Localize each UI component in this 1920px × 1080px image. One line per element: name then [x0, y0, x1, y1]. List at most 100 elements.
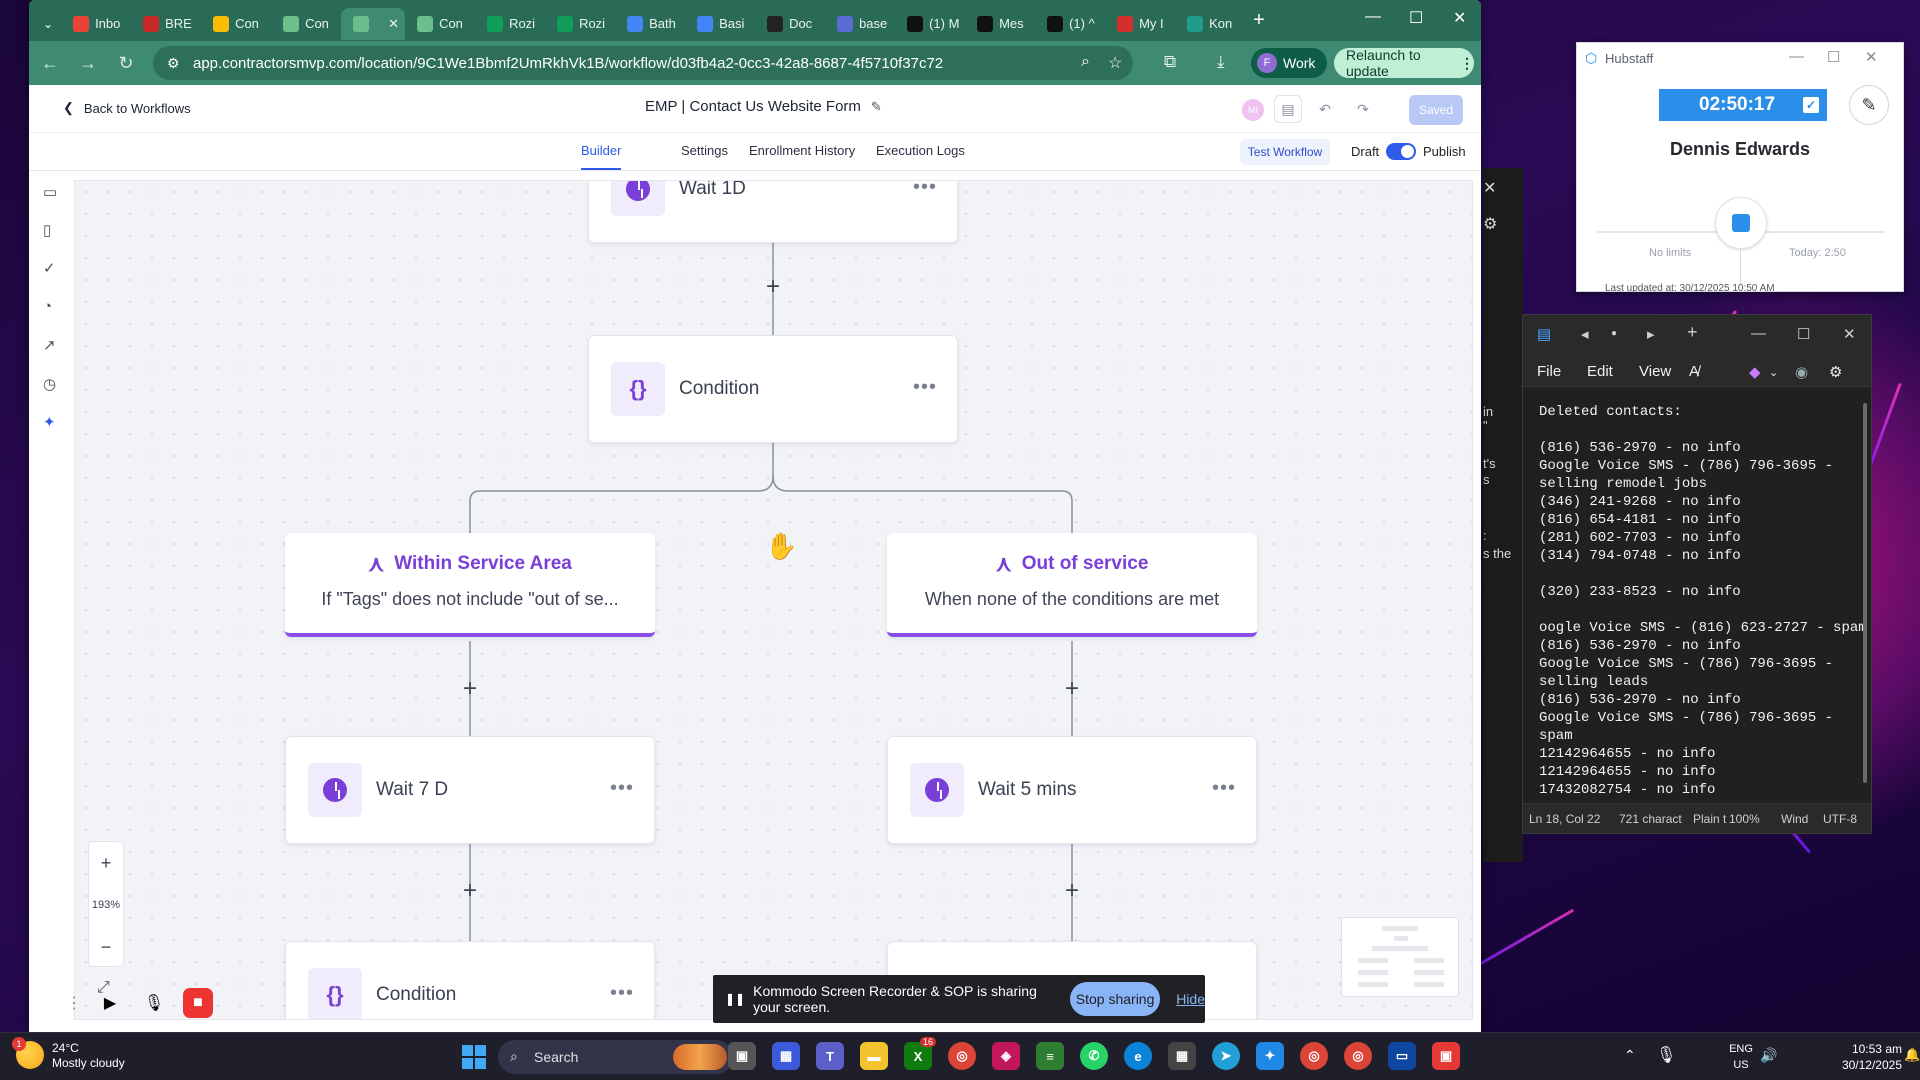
menu-edit[interactable]: Edit — [1587, 363, 1613, 380]
menu-file[interactable]: File — [1537, 363, 1562, 380]
document-icon[interactable]: ▤ — [1274, 95, 1302, 123]
browser-tab[interactable]: Con — [271, 8, 341, 40]
extensions-icon[interactable]: ⧉ — [1164, 52, 1177, 71]
external-link-icon[interactable]: ↗ — [43, 337, 56, 354]
tab-prev-icon[interactable]: ◂ — [1581, 326, 1589, 343]
tab-dot-icon[interactable]: ● — [1611, 328, 1618, 339]
more-options-icon[interactable]: ••• — [912, 180, 937, 198]
publish-toggle[interactable] — [1386, 143, 1416, 160]
scrollbar[interactable] — [1863, 403, 1867, 783]
profile-button[interactable]: F Work — [1251, 48, 1327, 78]
relaunch-button[interactable]: Relaunch to update ⋮ — [1334, 47, 1474, 79]
chrome-icon[interactable]: ◎ — [948, 1042, 976, 1070]
microphone-icon[interactable]: 🎙 — [1656, 1047, 1677, 1064]
browser-tab[interactable]: Rozi — [475, 8, 545, 40]
maximize-icon[interactable]: ☐ — [1409, 10, 1424, 27]
folder-icon[interactable]: ▬ — [860, 1042, 888, 1070]
copilot-icon[interactable]: ◆ — [1749, 364, 1761, 381]
task-view-icon[interactable]: ▣ — [728, 1042, 756, 1070]
gear-icon[interactable]: ⚙ — [1483, 216, 1498, 233]
undo-icon[interactable]: ↶ — [1319, 100, 1331, 117]
menu-view[interactable]: View — [1639, 363, 1672, 380]
add-step-button[interactable]: + — [1064, 877, 1079, 904]
teams-icon[interactable]: T — [816, 1042, 844, 1070]
zoom-icon[interactable]: ⌕ — [1081, 53, 1090, 70]
add-step-button[interactable]: + — [462, 877, 477, 904]
wait-node-right[interactable]: Wait 5 mins ••• — [887, 736, 1257, 844]
history-icon[interactable]: ◔ — [43, 298, 53, 315]
branch-out-of-service[interactable]: ⋏Out of service When none of the conditi… — [887, 533, 1257, 637]
close-tab-icon[interactable]: ✕ — [388, 15, 400, 31]
branch-within-service-area[interactable]: ⋏Within Service Area If "Tags" does not … — [285, 533, 655, 637]
zoom-in-button[interactable]: + — [100, 853, 112, 873]
maximize-icon[interactable]: ☐ — [1797, 326, 1811, 343]
back-icon[interactable]: ← — [41, 52, 59, 73]
tab-execution-logs[interactable]: Execution Logs — [848, 143, 965, 158]
text-format-icon[interactable]: A̸ — [1689, 363, 1700, 380]
browser-tab[interactable]: (1) ^ — [1035, 8, 1105, 40]
check-circle-icon[interactable]: ✓ — [43, 260, 56, 277]
back-to-workflows-link[interactable]: ❮ Back to Workflows — [63, 100, 191, 116]
browser-tab[interactable]: Kon — [1175, 8, 1245, 40]
hubstaff-timer[interactable]: 02:50:17 ✓ — [1659, 89, 1827, 121]
browser-tab[interactable]: Basi — [685, 8, 755, 40]
notepad-text[interactable]: Deleted contacts: (816) 536-2970 - no in… — [1539, 404, 1867, 798]
test-workflow-button[interactable]: Test Workflow — [1240, 139, 1330, 165]
reload-icon[interactable]: ↻ — [118, 52, 134, 73]
more-options-icon[interactable]: ••• — [609, 777, 634, 799]
window-app-icon[interactable]: ▭ — [1388, 1042, 1416, 1070]
browser-tab[interactable]: Con — [201, 8, 271, 40]
add-step-button[interactable]: + — [462, 675, 477, 702]
camera-icon[interactable]: ▶ — [103, 995, 117, 1012]
browser-tab[interactable]: (1) M — [895, 8, 965, 40]
chrome-icon[interactable]: ◎ — [1300, 1042, 1328, 1070]
workflow-canvas[interactable]: Wait 1D ••• + {} Condition ••• ⋏Within S… — [74, 180, 1473, 1020]
browser-tab[interactable]: My I — [1105, 8, 1175, 40]
app-icon[interactable]: ◈ — [992, 1042, 1020, 1070]
site-info-icon[interactable]: ⚙ — [167, 55, 180, 71]
add-step-button[interactable]: + — [765, 273, 780, 300]
minimize-icon[interactable]: — — [1789, 48, 1804, 65]
edge-icon[interactable]: e — [1124, 1042, 1152, 1070]
store-icon[interactable]: ▦ — [772, 1042, 800, 1070]
more-menu-icon[interactable]: ⋮ — [1460, 54, 1474, 71]
chrome-icon[interactable]: ◎ — [1344, 1042, 1372, 1070]
more-options-icon[interactable]: ••• — [1211, 777, 1236, 799]
taskbar-search[interactable]: ⌕ Search — [498, 1040, 733, 1074]
forward-icon[interactable]: → — [79, 52, 97, 73]
avatar[interactable]: MI — [1242, 99, 1264, 121]
url-field[interactable]: ⚙ app.contractorsmvp.com/location/9C1We1… — [153, 46, 1133, 80]
close-icon[interactable]: ✕ — [1453, 10, 1467, 27]
condition-node[interactable]: {} Condition ••• — [588, 335, 958, 443]
more-options-icon[interactable]: ••• — [609, 982, 634, 1004]
stop-recording-button[interactable]: ■ — [183, 988, 213, 1018]
wait-node-top[interactable]: Wait 1D ••• — [588, 180, 958, 243]
minimize-icon[interactable]: — — [1365, 8, 1381, 25]
new-tab-button[interactable]: + — [1687, 322, 1698, 342]
close-icon[interactable]: ✕ — [1483, 180, 1497, 197]
app-icon[interactable]: ✦ — [1256, 1042, 1284, 1070]
saved-button[interactable]: Saved — [1409, 95, 1463, 125]
tab-next-icon[interactable]: ▸ — [1647, 326, 1655, 343]
edit-pencil-icon[interactable]: ✎ — [870, 99, 882, 114]
gear-icon[interactable]: ⚙ — [1829, 364, 1843, 381]
edit-note-icon[interactable]: ✎ — [1849, 85, 1889, 125]
fit-screen-icon[interactable]: ⤢ — [97, 979, 110, 996]
browser-tab[interactable]: Bath — [615, 8, 685, 40]
volume-icon[interactable]: 🔊 — [1760, 1047, 1778, 1063]
account-avatar[interactable]: ◉ — [1795, 364, 1809, 381]
browser-tab[interactable]: BRE — [131, 8, 201, 40]
magic-wand-icon[interactable]: ✦ — [43, 414, 56, 431]
close-icon[interactable]: ✕ — [1865, 49, 1878, 66]
browser-tab[interactable]: Mes — [965, 8, 1035, 40]
browser-tab[interactable]: Con — [405, 8, 475, 40]
tab-enrollment-history[interactable]: Enrollment History — [720, 143, 855, 158]
close-icon[interactable]: ✕ — [1843, 326, 1856, 343]
bookmark-star-icon[interactable]: ☆ — [1108, 55, 1123, 72]
condition-node-left[interactable]: {} Condition ••• — [285, 941, 655, 1019]
tab-settings[interactable]: Settings — [681, 143, 728, 158]
notification-bell-icon[interactable]: 🔔 — [1904, 1047, 1920, 1062]
